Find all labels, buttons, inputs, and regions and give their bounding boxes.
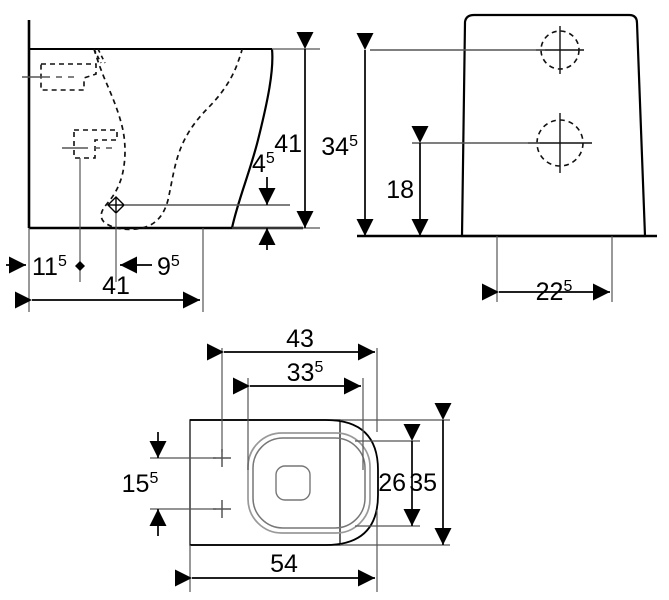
dim-label-54: 54 (270, 550, 298, 578)
body-outer-profile (230, 48, 274, 229)
bowl-hidden-outline (93, 48, 243, 231)
dim-label-15-5: 155 (122, 470, 159, 498)
dim-label-11-5: 115 (32, 253, 67, 281)
front-view: 345 18 225 (321, 13, 657, 306)
front-body-outline (460, 13, 647, 238)
inlet-box-hidden (40, 63, 97, 91)
seat-inner-ring (252, 437, 366, 529)
dim-label-22-5: 225 (536, 278, 573, 306)
dim-label-43: 43 (286, 325, 314, 353)
plan-view: 43 335 155 26 35 54 (122, 325, 452, 592)
dim-label-seat-offset: 45 (252, 150, 275, 178)
side-section-view: 41 45 115 95 41 (6, 20, 320, 312)
outlet-box-hidden (73, 129, 118, 159)
flush-opening-icon (275, 465, 311, 501)
dim-label-33-5: 335 (287, 359, 324, 387)
dim-label-18: 18 (386, 176, 414, 204)
seat-outer-ring (247, 432, 371, 534)
dim-label-9-5: 95 (157, 253, 180, 281)
plan-body-silhouette (190, 419, 379, 546)
dim-label-34-5: 345 (321, 133, 358, 161)
dim-label-height-41: 41 (274, 130, 302, 158)
dim-point-11-5 (75, 261, 85, 271)
dim-label-depth-41: 41 (102, 272, 130, 300)
inlet-neck-hidden (93, 48, 106, 64)
dim-label-35: 35 (409, 469, 437, 497)
dim-label-26: 26 (378, 469, 406, 497)
